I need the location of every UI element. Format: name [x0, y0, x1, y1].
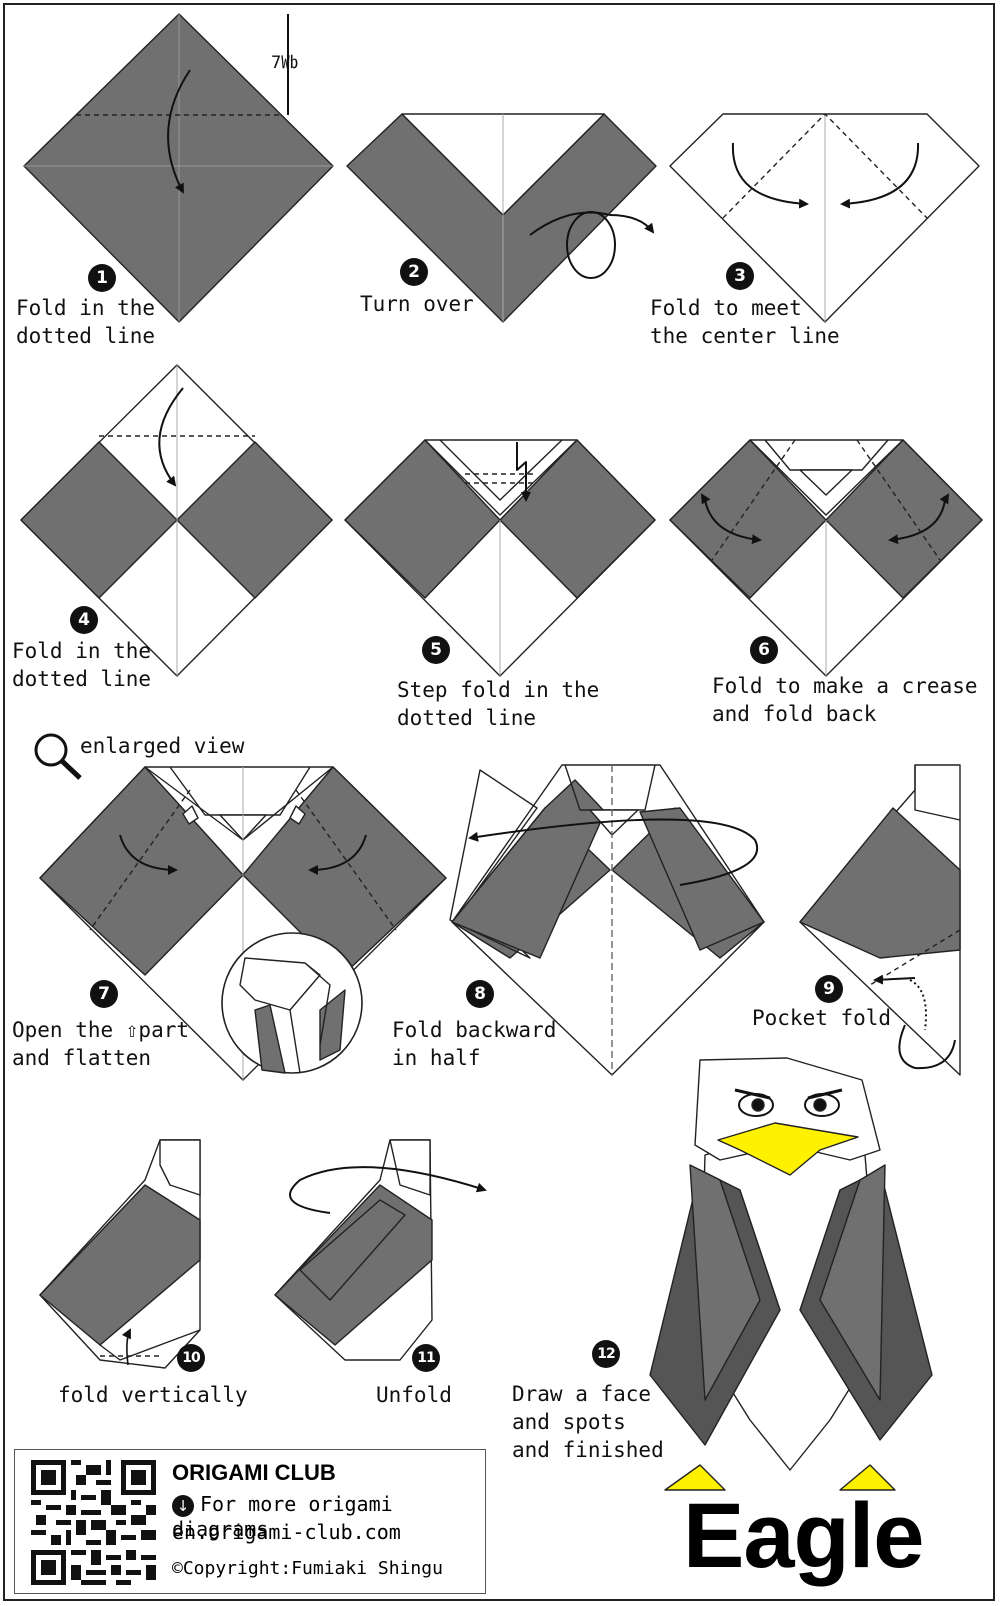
step-label-3: Fold to meet the center line: [650, 296, 840, 348]
club-name: ORIGAMI CLUB: [172, 1460, 336, 1485]
credits-box: ORIGAMI CLUB ↓For more origami diagrams …: [14, 1449, 486, 1594]
step-5-figure: [344, 439, 656, 677]
step-label-7: Open the ⇧part and flatten: [12, 1018, 190, 1070]
finished-eagle-figure: [649, 1057, 933, 1491]
step-2-figure: [346, 113, 657, 323]
step-number-5: 5: [422, 636, 450, 664]
step-label-9: Pocket fold: [752, 1006, 892, 1030]
step-label-6: Fold to make a crease and fold back: [712, 674, 978, 726]
step-number-1: 1: [88, 264, 116, 292]
step-label-11: Unfold: [376, 1383, 452, 1407]
step-label-10: fold vertically: [58, 1383, 248, 1407]
step-8-figure: [449, 764, 765, 1076]
arrow-down-circle-icon: ↓: [172, 1495, 194, 1517]
step-10-figure: [39, 1139, 201, 1369]
step-label-4: Fold in the dotted line: [12, 639, 152, 691]
step-number-6: 6: [750, 636, 778, 664]
step-7-figure: [34, 733, 447, 1081]
step-label-2: Turn over: [360, 292, 474, 316]
measure-label: 7㏝: [271, 53, 298, 73]
more-diagrams-text: For more origami diagrams: [172, 1492, 393, 1541]
step-3-figure: [669, 113, 980, 323]
step-9-figure: [799, 764, 961, 1076]
enlarged-view-label: enlarged view: [80, 734, 245, 758]
more-diagrams-link[interactable]: ↓For more origami diagrams: [172, 1492, 485, 1541]
step-number-9: 9: [815, 975, 843, 1003]
step-number-10: 10: [177, 1344, 205, 1372]
step-number-3: 3: [726, 262, 754, 290]
step-number-2: 2: [400, 258, 428, 286]
page-frame: [3, 3, 995, 1601]
step-number-4: 4: [70, 606, 98, 634]
step-label-5: Step fold in the dotted line: [397, 678, 600, 730]
step-4-figure: [20, 364, 333, 677]
step-number-8: 8: [466, 980, 494, 1008]
step-number-7: 7: [90, 980, 118, 1008]
site-url-link[interactable]: en.origami-club.com: [172, 1520, 401, 1544]
step-label-1: Fold in the dotted line: [16, 296, 156, 348]
step-number-11: 11: [412, 1344, 440, 1372]
step-11-figure: [274, 1139, 487, 1361]
step-1-figure: 7㏝: [23, 13, 334, 323]
copyright-text: ©Copyright:Fumiaki Shingu: [172, 1558, 443, 1579]
step-label-12: Draw a face and spots and finished: [512, 1382, 664, 1462]
step-number-12: 12: [592, 1340, 620, 1368]
magnifier-icon: [34, 733, 82, 780]
qr-code[interactable]: [31, 1460, 156, 1585]
step-label-8: Fold backward in half: [392, 1018, 557, 1070]
step-6-figure: [669, 439, 983, 677]
enlarged-view-circle: [221, 932, 363, 1074]
model-title: Eagle: [683, 1485, 924, 1587]
